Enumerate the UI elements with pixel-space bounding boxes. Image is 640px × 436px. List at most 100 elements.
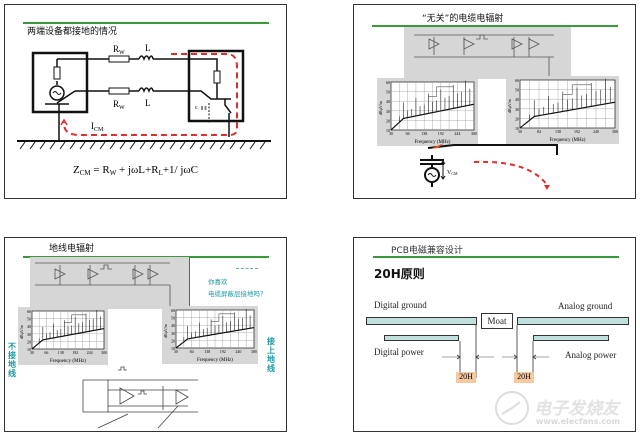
- title-rule: [23, 256, 269, 258]
- y-tick-label: 30: [27, 332, 31, 337]
- x-tick-label: 192: [574, 129, 580, 134]
- y-tick-label: 40: [27, 324, 31, 329]
- y-axis-label: dBμV/m: [378, 100, 383, 115]
- y-tick-label: 20: [515, 116, 519, 121]
- x-tick-label: 138: [555, 129, 561, 134]
- label-rw-bottom: RW: [113, 99, 125, 111]
- y-tick-label: 20: [27, 339, 31, 344]
- y-axis-label: dBμV/m: [163, 323, 168, 338]
- y-tick-label: 40: [171, 323, 175, 328]
- spacing-tag-20h-right: 20H: [514, 372, 534, 383]
- title-rule: [23, 22, 269, 24]
- label-rw-top: RW: [113, 44, 125, 56]
- y-tick-label: 60: [171, 308, 175, 313]
- analog-ground-plane: [517, 317, 629, 325]
- resistor-icon: [213, 70, 221, 84]
- dimension-lines: [442, 325, 549, 378]
- noise-floor-line: [175, 326, 255, 349]
- x-tick-label: 240: [593, 129, 599, 134]
- y-tick-label: 10: [171, 346, 175, 351]
- y-tick-label: 50: [27, 317, 31, 322]
- y-axis-label: dBμV/m: [507, 98, 512, 113]
- x-tick-label: 300: [612, 129, 618, 134]
- cable-source-diagram: VCM: [420, 143, 558, 190]
- label-analog-power: Analog power: [565, 350, 617, 360]
- slide-title: PCB电磁兼容设计: [391, 246, 463, 256]
- y-tick-label: 30: [386, 109, 390, 114]
- y-tick-label: 50: [386, 90, 390, 95]
- moat-box: Moat: [481, 313, 513, 329]
- label-icm: ICM: [91, 121, 104, 133]
- title-rule: [372, 25, 618, 27]
- divider-red: [189, 257, 190, 309]
- y-tick-label: 20: [171, 338, 175, 343]
- noise-floor-line: [31, 327, 105, 350]
- y-tick-label: 10: [386, 128, 390, 133]
- spacing-tag-20h-left: 20H: [456, 372, 476, 383]
- title-rule: [373, 256, 619, 258]
- impedance-formula: ZCM = RW + jωL+RL+1/ jωC: [73, 164, 198, 177]
- slide-title: “无关”的电缆电辐射: [422, 14, 504, 24]
- resistor-icon: [108, 55, 130, 63]
- y-tick-label: 30: [171, 331, 175, 336]
- schematic-image: [404, 27, 571, 79]
- x-tick-label: 300: [251, 349, 257, 354]
- limit-line: [64, 314, 86, 323]
- limit-line: [211, 313, 235, 322]
- x-axis-label: Frequency (MHz): [50, 359, 86, 364]
- resistor-icon: [53, 66, 61, 80]
- x-tick-label: 30: [389, 131, 393, 136]
- watermark-url: www.elecfans.com: [536, 417, 620, 426]
- y-tick-label: 60: [27, 309, 31, 314]
- y-tick-label: 60: [515, 78, 519, 83]
- x-tick-label: 240: [235, 349, 241, 354]
- schematic-image: [30, 257, 189, 309]
- x-tick-label: 300: [471, 131, 477, 136]
- label-vcm: VCM: [447, 170, 458, 176]
- x-tick-label: 138: [58, 350, 64, 355]
- digital-ground-plane: [366, 317, 477, 325]
- x-tick-label: 84: [190, 349, 194, 354]
- x-tick-label: 84: [537, 129, 541, 134]
- shielded-cable-circuit: [82, 366, 198, 429]
- y-tick-label: 40: [386, 99, 390, 104]
- y-axis-label: dBμV/m: [19, 324, 24, 339]
- y-tick-label: 40: [515, 97, 519, 102]
- label-digital-power: Digital power: [374, 347, 424, 357]
- analog-power-plane: [533, 335, 609, 341]
- x-tick-label: 300: [101, 350, 107, 355]
- arrow-icon: [60, 118, 68, 126]
- y-tick-label: 20: [386, 118, 390, 123]
- radiation-path: [473, 160, 548, 186]
- slide-title: 地线电辐射: [49, 244, 95, 254]
- x-axis-label: Frequency (MHz): [415, 140, 451, 145]
- x-tick-label: 66: [406, 131, 410, 136]
- y-tick-label: 10: [515, 126, 519, 131]
- question-line-1: 你喜欢: [208, 278, 228, 286]
- label-cp: c: [195, 105, 198, 111]
- x-axis-label: Frequency (MHz): [197, 358, 233, 363]
- x-tick-label: 192: [72, 350, 78, 355]
- slide-subtitle: 20H原则: [374, 267, 425, 281]
- slide-common-ground: 两端设备都接地的情况 RW L RW L ICM c ZCM = RW + jω…: [4, 4, 287, 199]
- dash-mark: [236, 268, 258, 269]
- limit-line: [562, 84, 592, 95]
- label-analog-ground: Analog ground: [558, 301, 613, 311]
- inductor-icon: [138, 55, 154, 93]
- label-digital-ground: Digital ground: [374, 300, 427, 310]
- slide-title: 两端设备都接地的情况: [27, 27, 118, 37]
- common-mode-current-path: [62, 53, 238, 136]
- digital-power-plane: [384, 335, 459, 341]
- x-tick-label: 192: [220, 349, 226, 354]
- resistor-icon: [108, 87, 130, 95]
- label-grounded: 接上地线: [267, 337, 275, 373]
- x-axis-label: Frequency (MHz): [550, 138, 586, 143]
- question-line-2: 电缆屏蔽层接地吗？: [208, 290, 267, 298]
- label-not-grounded: 不接地线: [8, 342, 16, 378]
- x-tick-label: 30: [30, 350, 34, 355]
- y-tick-label: 30: [515, 107, 519, 112]
